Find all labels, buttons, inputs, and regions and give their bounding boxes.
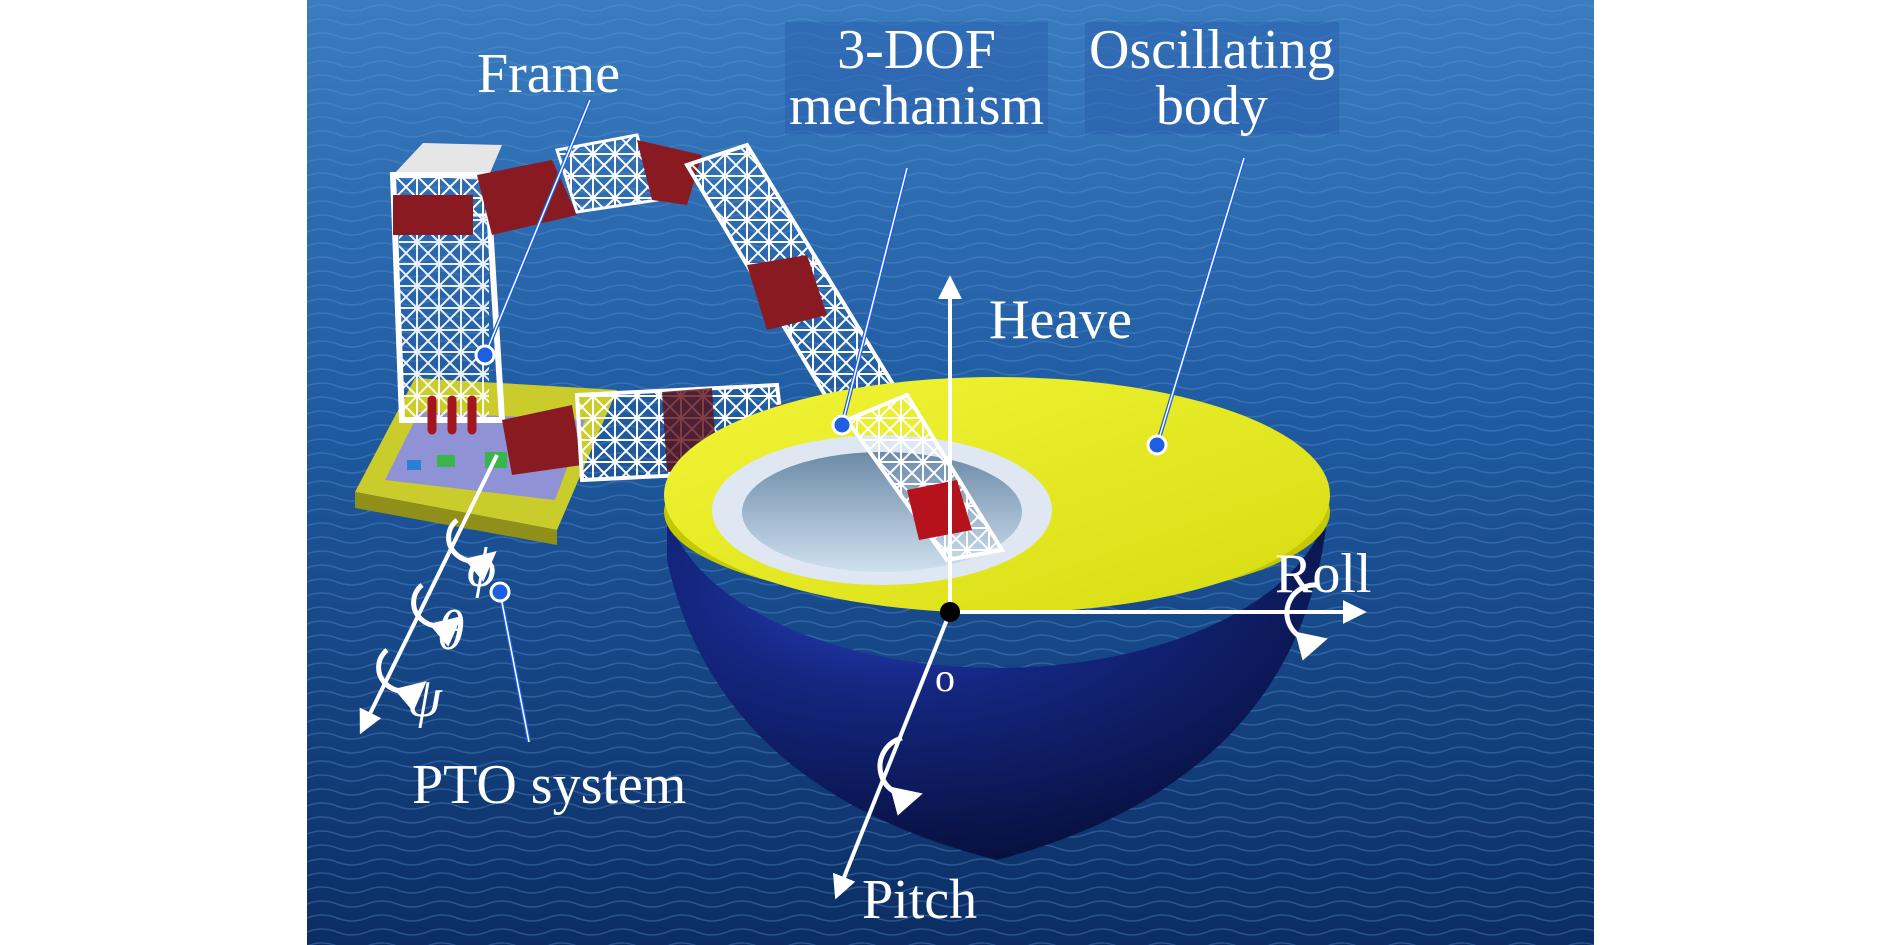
wave-energy-converter-figure: Frame 3-DOF mechanism Oscillating body H…	[307, 0, 1594, 945]
pitch-label: Pitch	[862, 869, 978, 931]
psi-symbol: ψ	[407, 667, 442, 729]
pointer-dots	[474, 344, 1168, 603]
diagonal-arm	[843, 392, 1006, 563]
oscillating-body	[664, 377, 1330, 860]
frame-tower	[389, 143, 506, 435]
origin-label: o	[935, 655, 955, 700]
phi-symbol: ϕ	[467, 537, 496, 599]
heave-label: Heave	[989, 289, 1133, 351]
frame-label: Frame	[477, 43, 621, 105]
dof-label-line1: 3-DOF	[837, 19, 996, 81]
pto-axes	[359, 454, 499, 735]
figure-illustration	[307, 0, 1594, 945]
oscillating-body-label: Oscillating body	[1085, 22, 1339, 134]
pto-system-label: PTO system	[412, 754, 687, 816]
osc-label-line1: Oscillating	[1089, 19, 1335, 81]
theta-symbol: θ	[437, 600, 465, 662]
osc-label-line2: body	[1155, 75, 1268, 137]
body-axes	[832, 275, 1367, 900]
dof-mechanism-label: 3-DOF mechanism	[785, 19, 1049, 137]
dof-label-line2: mechanism	[789, 75, 1045, 137]
upper-boom	[477, 133, 930, 468]
roll-label: Roll	[1275, 543, 1372, 605]
pointer-lines	[483, 99, 1246, 743]
